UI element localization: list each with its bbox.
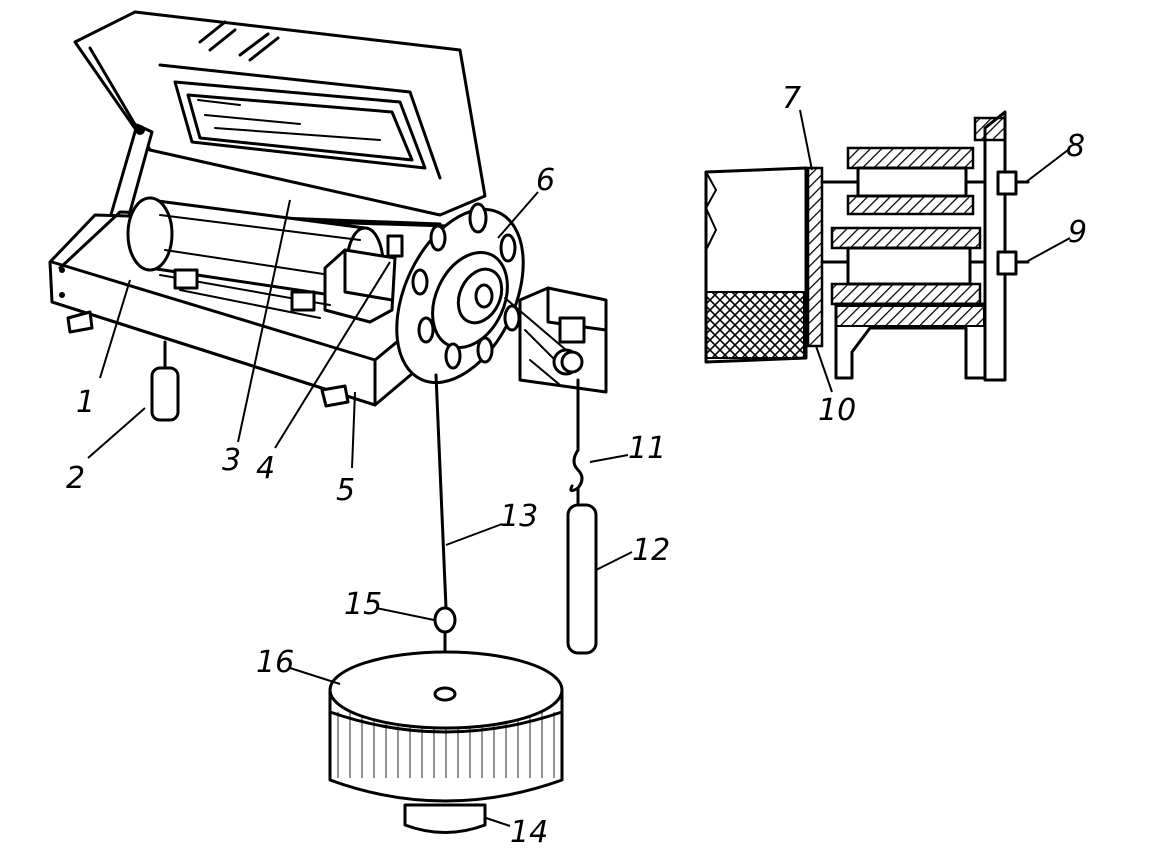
label-13: 13 (500, 499, 538, 534)
label-6: 6 (536, 163, 555, 198)
large-weight-16 (328, 650, 564, 834)
counterweight-2 (150, 366, 180, 422)
leader-lines (87, 109, 1071, 827)
label-4: 4 (256, 451, 275, 486)
cross-section-detail (704, 110, 1030, 382)
small-pulley-bracket (518, 286, 608, 394)
label-11: 11 (628, 431, 666, 466)
cable-13 (434, 373, 448, 610)
label-15: 15 (344, 587, 382, 622)
label-1: 1 (76, 385, 95, 420)
swivel-15 (433, 606, 457, 634)
label-12: 12 (632, 533, 670, 568)
label-9: 9 (1068, 215, 1087, 250)
big-pulley (395, 202, 525, 385)
label-3: 3 (222, 443, 241, 478)
label-7: 7 (782, 81, 801, 116)
part-labels: 1 2 3 4 5 6 7 8 9 10 11 12 13 14 15 16 (66, 81, 1087, 850)
label-10: 10 (818, 393, 856, 428)
label-14: 14 (510, 815, 548, 850)
small-weight-12 (566, 378, 598, 655)
label-2: 2 (66, 461, 85, 496)
label-8: 8 (1066, 129, 1085, 164)
label-5: 5 (336, 473, 355, 508)
label-16: 16 (256, 645, 294, 680)
recorder-box (48, 10, 487, 422)
